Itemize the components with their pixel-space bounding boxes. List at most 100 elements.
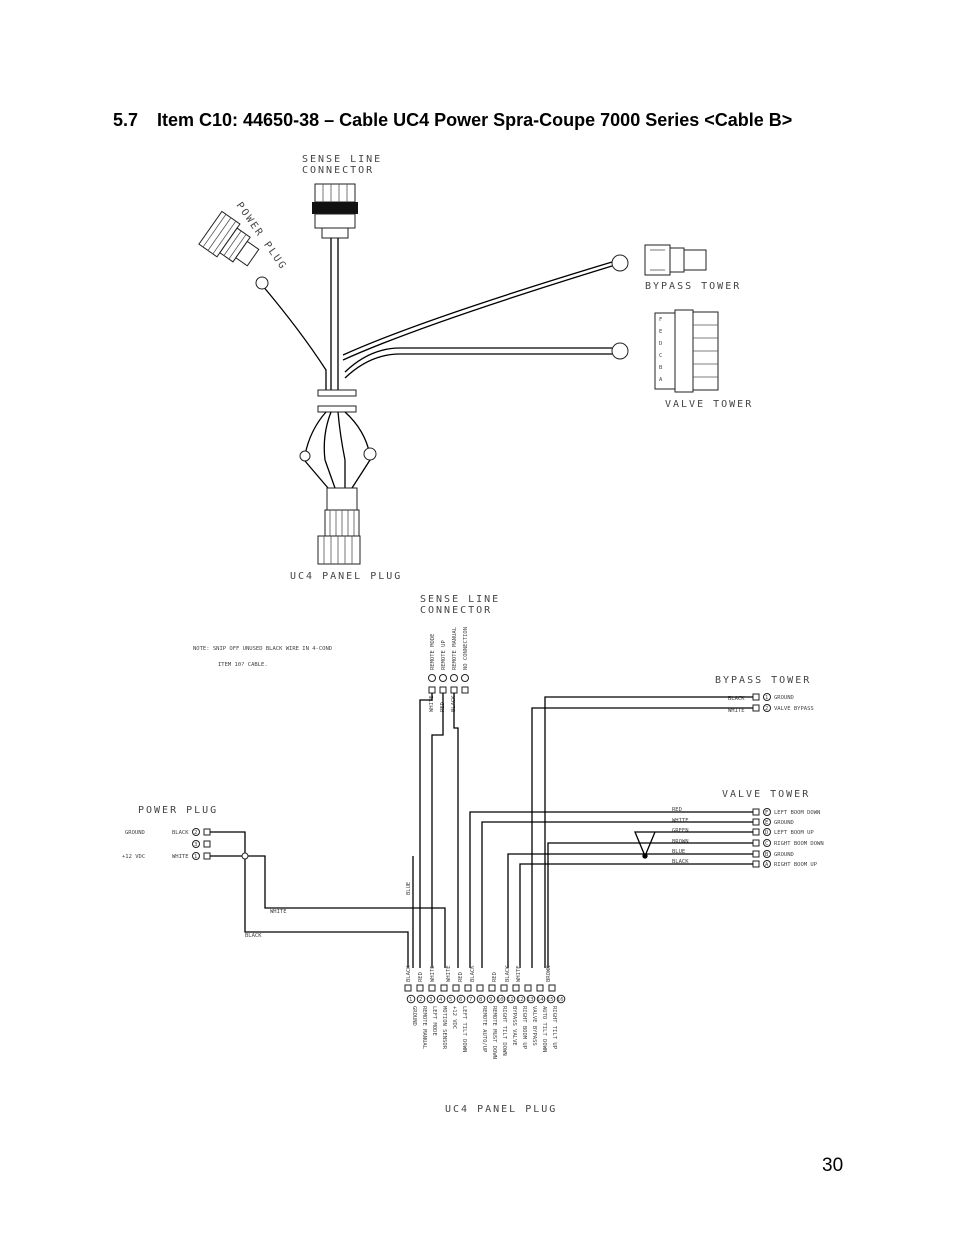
top-bypass-label: BYPASS TOWER <box>645 281 741 292</box>
valve-pin-d: D <box>659 341 662 347</box>
svg-text:14: 14 <box>537 997 544 1003</box>
svg-text:VALVE BYPASS: VALVE BYPASS <box>531 1006 537 1046</box>
svg-text:1: 1 <box>409 997 412 1003</box>
sense-pin-label-4: NO CONNECTION <box>463 627 469 670</box>
svg-text:E: E <box>765 820 768 826</box>
svg-text:13: 13 <box>527 997 534 1003</box>
panel-wire-labels: BLACK RED WHITE WHITE RED BLACK RED BLAC… <box>406 965 552 982</box>
valve-pin-a: A <box>659 377 663 383</box>
svg-text:BLACK: BLACK <box>172 830 189 836</box>
sch-bypass-title: BYPASS TOWER <box>715 675 811 686</box>
svg-text:2: 2 <box>194 830 197 836</box>
power-black-label: BLACK <box>245 933 262 939</box>
svg-text:BROWN: BROWN <box>546 965 552 982</box>
svg-text:RIGHT TILT UP: RIGHT TILT UP <box>551 1006 557 1050</box>
svg-text:WHITE: WHITE <box>516 965 522 982</box>
svg-text:3: 3 <box>429 997 432 1003</box>
svg-text:RED: RED <box>458 972 464 982</box>
svg-text:REMOTE AUTO/UP: REMOTE AUTO/UP <box>481 1006 487 1053</box>
svg-text:GROUND: GROUND <box>774 852 794 858</box>
top-valve-connector <box>654 309 719 393</box>
sch-sense-label-1: SENSE LINE <box>420 594 500 605</box>
svg-text:RED: RED <box>418 972 424 982</box>
section-number: 5.7 <box>113 110 139 130</box>
svg-text:GROUND: GROUND <box>774 695 794 701</box>
valve-row-e: WHITE E GROUND <box>672 818 794 826</box>
svg-text:WHITE: WHITE <box>446 965 452 982</box>
svg-text:GROUND: GROUND <box>411 1006 417 1026</box>
svg-text:MOTION SENSOR: MOTION SENSOR <box>441 1006 447 1050</box>
svg-text:5: 5 <box>449 997 452 1003</box>
svg-text:10: 10 <box>497 997 504 1003</box>
sch-sense-label-2: CONNECTOR <box>420 605 492 616</box>
svg-text:7: 7 <box>469 997 472 1003</box>
sense-wire-white: WHITE <box>429 695 435 712</box>
top-power-plug <box>198 210 260 267</box>
schematic: SENSE LINE CONNECTOR NOTE: SNIP OFF UNUS… <box>122 594 824 1115</box>
bypass-row-2: WHITE 2 VALVE BYPASS <box>728 704 814 714</box>
svg-text:C: C <box>765 841 768 847</box>
svg-text:2: 2 <box>765 706 768 712</box>
top-sense-label-1: SENSE LINE <box>302 154 382 165</box>
svg-text:WHITE: WHITE <box>728 708 745 714</box>
svg-text:LEFT TILT DOWN: LEFT TILT DOWN <box>461 1006 467 1052</box>
svg-text:LEFT BOOM DOWN: LEFT BOOM DOWN <box>774 810 820 816</box>
sch-panel-plug-label: UC4 PANEL PLUG <box>445 1104 557 1115</box>
svg-text:BYPASS VALVE: BYPASS VALVE <box>511 1006 517 1046</box>
svg-text:RIGHT BOOM UP: RIGHT BOOM UP <box>521 1006 527 1050</box>
sense-pin-label-1: REMOTE MODE <box>430 634 436 670</box>
svg-text:AUTO TILT DOWN: AUTO TILT DOWN <box>541 1006 547 1052</box>
svg-text:11: 11 <box>507 997 514 1003</box>
svg-text:REMOTE MUST DOWN: REMOTE MUST DOWN <box>491 1006 497 1059</box>
svg-text:9: 9 <box>489 997 492 1003</box>
svg-text:LEFT MODE: LEFT MODE <box>431 1006 437 1036</box>
sense-pin-label-2: REMOTE UP <box>441 640 447 670</box>
top-sense-label-2: CONNECTOR <box>302 165 374 176</box>
blue-wire-label: BLUE <box>406 882 412 895</box>
svg-text:BLACK: BLACK <box>406 965 412 982</box>
sch-valve-title: VALVE TOWER <box>722 789 810 800</box>
svg-text:BLACK: BLACK <box>728 696 745 702</box>
svg-text:8: 8 <box>479 997 482 1003</box>
svg-text:1: 1 <box>765 695 768 701</box>
cable-clamp-upper <box>317 389 357 397</box>
svg-text:12: 12 <box>517 997 524 1003</box>
svg-text:+12 VDC: +12 VDC <box>122 854 145 860</box>
svg-text:BLUE: BLUE <box>672 849 685 855</box>
top-valve-label: VALVE TOWER <box>665 399 753 410</box>
power-row-12vdc: +12 VDC WHITE 1 <box>122 852 211 860</box>
svg-text:RED: RED <box>672 807 682 813</box>
valve-row-c: BROWN C RIGHT BOOM DOWN <box>672 839 824 847</box>
svg-text:WHITE: WHITE <box>672 818 689 824</box>
svg-text:WHITE: WHITE <box>172 854 189 860</box>
svg-text:LEFT BOOM UP: LEFT BOOM UP <box>774 830 814 836</box>
svg-text:BLACK: BLACK <box>470 965 476 982</box>
top-panel-plug-label: UC4 PANEL PLUG <box>290 571 402 582</box>
svg-text:REMOTE MANUAL: REMOTE MANUAL <box>421 1006 427 1050</box>
svg-text:15: 15 <box>547 997 554 1003</box>
schematic-wires <box>210 693 753 968</box>
top-sense-connector <box>312 183 358 239</box>
valve-pin-e: E <box>659 329 662 335</box>
svg-text:F: F <box>765 810 768 816</box>
pictorial-drawing: SENSE LINE CONNECTOR POWER PLUG <box>198 154 753 582</box>
svg-text:GROUND: GROUND <box>774 820 794 826</box>
svg-text:D: D <box>765 830 768 836</box>
svg-text:2: 2 <box>419 997 422 1003</box>
svg-text:BROWN: BROWN <box>672 839 689 845</box>
top-panel-plug <box>317 487 361 565</box>
note-line-1: NOTE: SNIP OFF UNUSED BLACK WIRE IN 4-CO… <box>193 646 332 652</box>
svg-text:BLACK: BLACK <box>672 859 689 865</box>
svg-text:GREEN: GREEN <box>672 828 689 834</box>
valve-pin-b: B <box>659 365 663 371</box>
power-white-label: WHITE <box>270 909 287 915</box>
svg-text:3: 3 <box>194 842 197 848</box>
sch-power-title: POWER PLUG <box>138 805 218 816</box>
page-number: 30 <box>822 1155 844 1176</box>
cable-clamp-lower <box>317 405 357 413</box>
svg-text:1: 1 <box>194 854 197 860</box>
svg-text:RIGHT BOOM UP: RIGHT BOOM UP <box>774 862 818 868</box>
valve-row-a: BLACK A RIGHT BOOM UP <box>672 859 818 868</box>
